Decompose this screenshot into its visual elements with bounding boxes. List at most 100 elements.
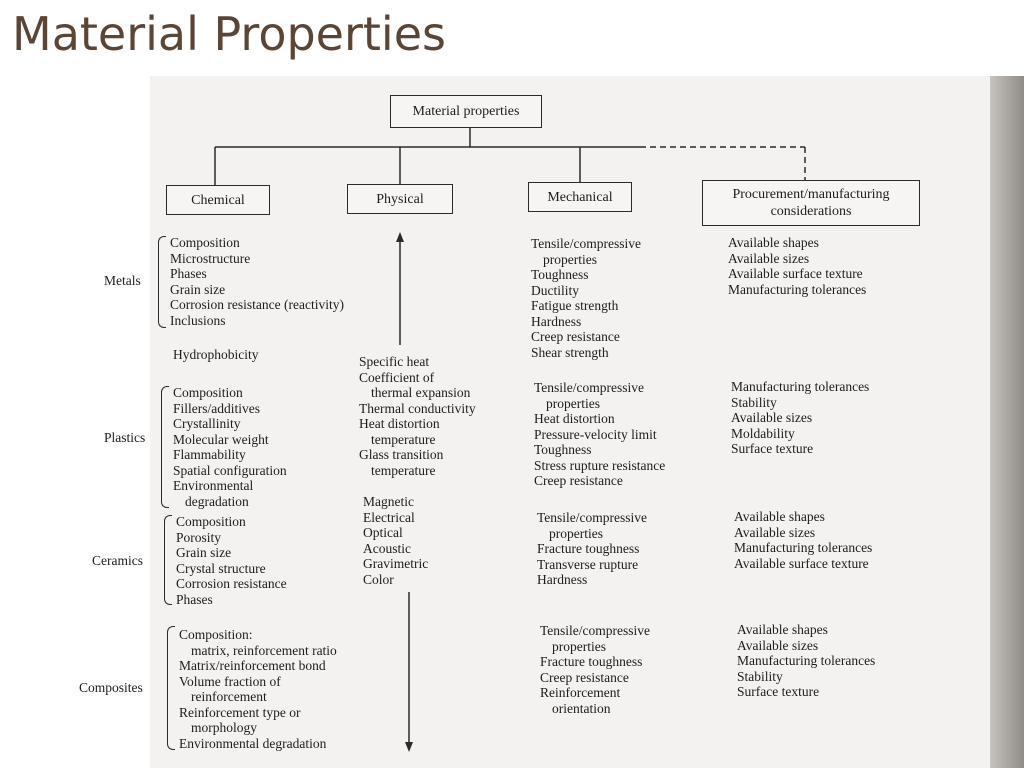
chemical-plastics-item: Crystallinity xyxy=(173,416,241,431)
physical-item: Color xyxy=(363,571,394,587)
mechanical-ceramics-item: Transverse rupture xyxy=(537,556,639,572)
mechanical-plastics-item: properties xyxy=(546,395,600,411)
physical-item: Gravimetric xyxy=(363,556,429,571)
procurement-metals-item: Manufacturing tolerances xyxy=(728,281,867,297)
mechanical-plastics-item: Heat distortion xyxy=(534,411,615,426)
procurement-ceramics-list: Available shapes Available sizes Manufac… xyxy=(734,509,872,571)
procurement-plastics-item: Available sizes xyxy=(731,410,813,425)
chemical-composites-item: Matrix/reinforcement bond xyxy=(179,658,326,673)
brace-plastics xyxy=(161,386,169,508)
physical-list-thermal: Specific heat Coefficient of thermal exp… xyxy=(359,354,476,478)
mechanical-composites-list: Tensile/compressive properties Fracture … xyxy=(540,623,650,716)
mechanical-plastics-item: Creep resistance xyxy=(534,473,623,488)
chemical-metals-item: Phases xyxy=(170,266,207,281)
procurement-plastics-item: Stability xyxy=(731,394,777,410)
branch-procurement: Procurement/manufacturing considerations xyxy=(702,180,920,226)
procurement-composites-list: Available shapes Available sizes Manufac… xyxy=(737,622,875,700)
physical-item: thermal expansion xyxy=(371,385,471,400)
procurement-ceramics-item: Available shapes xyxy=(734,509,825,524)
category-metals: Metals xyxy=(104,273,141,288)
mechanical-metals-list: Tensile/compressive properties Toughness… xyxy=(531,236,641,360)
mechanical-plastics-item: Tensile/compressive xyxy=(534,380,645,395)
branch-mechanical: Mechanical xyxy=(528,182,632,212)
brace-composites xyxy=(167,626,175,750)
mechanical-plastics-item: Toughness xyxy=(534,442,592,457)
chemical-metals-item: Microstructure xyxy=(170,250,251,266)
chemical-plastics-item: Fillers/additives xyxy=(173,400,260,416)
physical-item: Optical xyxy=(363,525,403,540)
chemical-ceramics-item: Phases xyxy=(176,591,213,607)
physical-item: Specific heat xyxy=(359,354,430,369)
category-ceramics: Ceramics xyxy=(92,553,143,568)
chemical-composites-item: matrix, reinforcement ratio xyxy=(191,642,337,658)
chemical-ceramics-item: Corrosion resistance xyxy=(176,576,287,591)
chemical-composites-list: Composition: matrix, reinforcement ratio… xyxy=(179,627,337,751)
procurement-ceramics-item: Available surface texture xyxy=(734,555,869,571)
mechanical-composites-item: Tensile/compressive xyxy=(540,623,651,638)
category-plastics: Plastics xyxy=(104,430,146,445)
branch-chemical: Chemical xyxy=(166,185,270,215)
chemical-composites-item: morphology xyxy=(191,720,257,735)
physical-item: Acoustic xyxy=(363,540,411,556)
mechanical-composites-item: Fracture toughness xyxy=(540,654,643,669)
procurement-metals-item: Available surface texture xyxy=(728,266,863,281)
procurement-ceramics-item: Manufacturing tolerances xyxy=(734,540,873,555)
procurement-plastics-item: Surface texture xyxy=(731,441,814,456)
procurement-composites-item: Available shapes xyxy=(737,622,828,637)
chemical-plastics-item: Spatial configuration xyxy=(173,462,287,478)
mechanical-plastics-item: Stress rupture resistance xyxy=(534,457,666,473)
mechanical-metals-item: properties xyxy=(543,251,597,267)
chemical-ceramics-item: Porosity xyxy=(176,529,222,545)
chemical-metals-item: Grain size xyxy=(170,281,226,297)
chemical-metals-list: Composition Microstructure Phases Grain … xyxy=(170,235,344,328)
chemical-composites-item: Environmental degradation xyxy=(179,735,327,751)
mechanical-metals-item: Tensile/compressive xyxy=(531,236,642,251)
mechanical-ceramics-item: Hardness xyxy=(537,572,588,587)
procurement-metals-item: Available shapes xyxy=(728,235,819,250)
chemical-composites-item: reinforcement xyxy=(191,689,267,704)
physical-item: Electrical xyxy=(363,509,415,525)
chemical-plastics-item: Flammability xyxy=(173,447,246,462)
physical-item: Heat distortion xyxy=(359,416,440,431)
chemical-ceramics-item: Grain size xyxy=(176,545,232,560)
chemical-composites-item: Reinforcement type or xyxy=(179,704,301,720)
chemical-ceramics-list: Composition Porosity Grain size Crystal … xyxy=(176,514,287,607)
physical-item: temperature xyxy=(371,462,436,478)
category-composites: Composites xyxy=(79,680,143,695)
procurement-composites-item: Available sizes xyxy=(737,637,819,653)
mechanical-plastics-list: Tensile/compressive properties Heat dist… xyxy=(534,380,665,489)
mechanical-metals-item: Creep resistance xyxy=(531,329,620,344)
physical-item: Thermal conductivity xyxy=(359,400,476,416)
branch-procurement-label: Procurement/manufacturing considerations xyxy=(732,187,890,219)
mechanical-composites-item: orientation xyxy=(552,700,611,716)
brace-ceramics xyxy=(164,515,172,605)
physical-item: temperature xyxy=(371,431,436,447)
mechanical-ceramics-item: Tensile/compressive xyxy=(537,510,648,525)
procurement-ceramics-item: Available sizes xyxy=(734,524,816,540)
mechanical-metals-item: Fatigue strength xyxy=(531,298,619,313)
root-node: Material properties xyxy=(390,95,542,128)
chemical-plastics-item: Composition xyxy=(173,385,243,400)
physical-item: Coefficient of xyxy=(359,369,435,385)
physical-item: Magnetic xyxy=(363,494,414,509)
procurement-composites-item: Surface texture xyxy=(737,684,820,699)
mechanical-composites-item: Creep resistance xyxy=(540,669,629,685)
chemical-general-item: Hydrophobicity xyxy=(173,347,259,362)
procurement-plastics-item: Manufacturing tolerances xyxy=(731,379,870,394)
mechanical-ceramics-item: properties xyxy=(549,525,603,541)
mechanical-composites-item: Reinforcement xyxy=(540,685,621,700)
procurement-plastics-list: Manufacturing tolerances Stability Avail… xyxy=(731,379,869,457)
mechanical-ceramics-list: Tensile/compressive properties Fracture … xyxy=(537,510,647,588)
chemical-metals-item: Inclusions xyxy=(170,312,226,328)
chemical-composites-item: Composition: xyxy=(179,627,253,642)
branch-physical: Physical xyxy=(347,184,453,214)
physical-list-other: Magnetic Electrical Optical Acoustic Gra… xyxy=(363,494,428,587)
procurement-plastics-item: Moldability xyxy=(731,425,795,441)
chemical-ceramics-item: Crystal structure xyxy=(176,560,266,576)
mechanical-composites-item: properties xyxy=(552,638,606,654)
procurement-metals-list: Available shapes Available sizes Availab… xyxy=(728,235,866,297)
physical-item: Glass transition xyxy=(359,447,444,462)
procurement-composites-item: Stability xyxy=(737,668,783,684)
mechanical-metals-item: Toughness xyxy=(531,267,589,282)
